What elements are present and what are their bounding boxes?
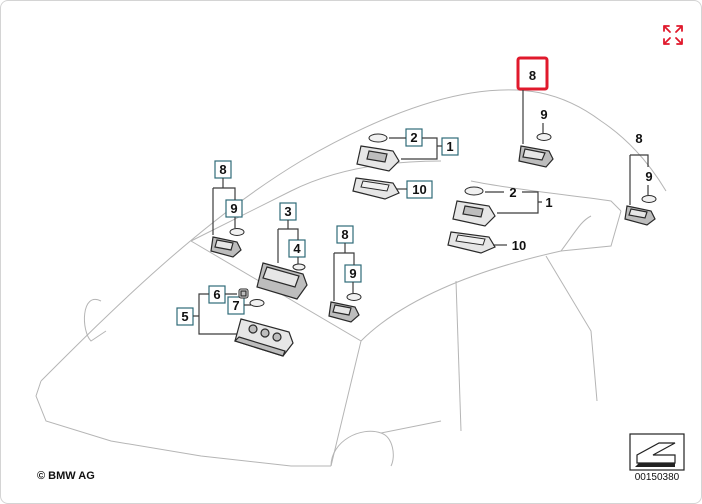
front-console-part-5: [233, 318, 294, 357]
callout-8-mid[interactable]: 8: [336, 225, 354, 244]
switch-part-6: [238, 288, 249, 299]
direction-arrow-icon: [629, 433, 685, 471]
bulb-part-2a: [368, 133, 388, 143]
svg-text:3: 3: [284, 204, 291, 219]
car-outline: [35, 89, 667, 467]
callout-6[interactable]: 6: [208, 285, 226, 304]
reading-light-part-8-right: [624, 205, 656, 226]
callout-7[interactable]: 7: [227, 296, 245, 315]
callout-8-top[interactable]: 8: [516, 56, 549, 91]
callout-3[interactable]: 3: [279, 202, 297, 221]
copyright-text: © BMW AG: [37, 470, 95, 482]
callout-8-right[interactable]: 8: [635, 131, 642, 146]
svg-text:2: 2: [509, 185, 516, 200]
callout-5[interactable]: 5: [176, 307, 194, 326]
callout-10-b[interactable]: 10: [512, 238, 526, 253]
callout-4[interactable]: 4: [288, 239, 306, 258]
callout-9-top[interactable]: 9: [540, 107, 547, 122]
callout-10-a[interactable]: 10: [406, 180, 433, 199]
lens-part-10b: [447, 231, 496, 254]
svg-text:5: 5: [181, 309, 188, 324]
bulb-part-4: [292, 263, 306, 271]
bulb-part-9-right: [641, 195, 657, 203]
bulb-part-9-top: [536, 133, 552, 141]
svg-text:8: 8: [341, 227, 348, 242]
svg-text:1: 1: [545, 195, 552, 210]
bulb-part-9-mid: [346, 293, 362, 301]
interior-light-part-3: [256, 262, 308, 300]
bulb-part-2b: [464, 186, 484, 196]
svg-text:4: 4: [293, 241, 301, 256]
bulb-part-7: [249, 299, 265, 307]
reading-light-part-8-mid: [328, 301, 360, 323]
interior-light-part-a: [356, 145, 400, 172]
reading-light-part-8-top: [518, 145, 554, 168]
bulb-part-9-left: [229, 228, 245, 236]
svg-text:9: 9: [349, 266, 356, 281]
callout-1-b[interactable]: 1: [545, 195, 552, 210]
diagram-code: 00150380: [634, 472, 680, 483]
callout-9-mid[interactable]: 9: [344, 264, 362, 283]
callout-9-right[interactable]: 9: [645, 169, 652, 184]
svg-text:6: 6: [213, 287, 220, 302]
expand-arrows-icon[interactable]: [661, 23, 685, 47]
svg-text:10: 10: [412, 182, 426, 197]
svg-text:2: 2: [410, 130, 417, 145]
svg-text:8: 8: [219, 162, 226, 177]
svg-text:9: 9: [540, 107, 547, 122]
callout-2-b[interactable]: 2: [509, 185, 516, 200]
svg-text:7: 7: [232, 298, 239, 313]
svg-text:10: 10: [512, 238, 526, 253]
interior-light-part-b: [452, 200, 496, 227]
lens-part-10a: [352, 177, 400, 200]
reading-light-part-8-left: [210, 236, 242, 258]
callout-8-left[interactable]: 8: [214, 160, 232, 179]
callout-1-a[interactable]: 1: [441, 137, 459, 156]
callout-9-left[interactable]: 9: [225, 199, 243, 218]
svg-text:9: 9: [645, 169, 652, 184]
svg-text:8: 8: [635, 131, 642, 146]
svg-text:1: 1: [446, 139, 453, 154]
svg-text:9: 9: [230, 201, 237, 216]
svg-text:8: 8: [529, 68, 536, 83]
callout-2-a[interactable]: 2: [405, 128, 423, 147]
